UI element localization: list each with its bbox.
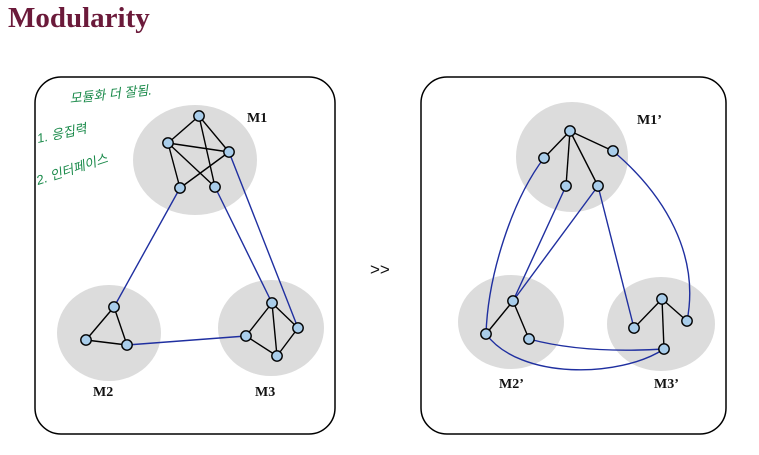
page-title: Modularity bbox=[8, 2, 150, 34]
intra-edge bbox=[569, 130, 614, 152]
graph-node bbox=[560, 180, 572, 192]
graph-node bbox=[209, 181, 221, 193]
intra-edge bbox=[271, 302, 278, 357]
module-label-m3: M3 bbox=[255, 385, 275, 400]
intra-edge bbox=[198, 115, 230, 153]
intra-edge bbox=[167, 115, 200, 144]
transition-arrow: >> bbox=[370, 260, 390, 279]
graph-node bbox=[80, 334, 92, 346]
graph-node bbox=[681, 315, 693, 327]
intra-edge bbox=[485, 300, 514, 335]
graph-node bbox=[193, 110, 205, 122]
intra-edge bbox=[167, 142, 216, 188]
intra-edge bbox=[167, 142, 230, 153]
intra-edge bbox=[661, 298, 665, 350]
intra-edge bbox=[85, 339, 128, 346]
intra-edge bbox=[633, 298, 663, 329]
inter-module-edge bbox=[512, 185, 599, 302]
graph-node bbox=[223, 146, 235, 158]
graph-node bbox=[592, 180, 604, 192]
inter-module-edge bbox=[113, 187, 181, 308]
graph-node bbox=[480, 328, 492, 340]
module-m3 bbox=[218, 280, 324, 376]
inter-module-edge bbox=[528, 338, 665, 351]
module-label-m3-prime: M3’ bbox=[654, 377, 679, 392]
graph-node bbox=[121, 339, 133, 351]
intra-edge bbox=[113, 306, 128, 346]
intra-edge bbox=[543, 130, 571, 159]
graph-node bbox=[564, 125, 576, 137]
graph-node bbox=[266, 297, 278, 309]
module-m1 bbox=[133, 105, 257, 215]
graph-node bbox=[507, 295, 519, 307]
module-label-m2-prime: M2’ bbox=[499, 377, 524, 392]
graph-node bbox=[607, 145, 619, 157]
graph-node bbox=[174, 182, 186, 194]
intra-edge bbox=[198, 115, 216, 188]
graph-node bbox=[658, 343, 670, 355]
intra-edge bbox=[245, 335, 278, 357]
intra-edge bbox=[245, 302, 273, 337]
inter-module-edge bbox=[228, 151, 299, 329]
graph-node bbox=[656, 293, 668, 305]
inter-module-edge bbox=[512, 185, 567, 302]
module-label-m2: M2 bbox=[93, 385, 113, 400]
module-label-m1: M1 bbox=[247, 111, 267, 126]
graph-node bbox=[523, 333, 535, 345]
graph-node bbox=[162, 137, 174, 149]
inter-module-edge bbox=[612, 150, 691, 322]
inter-module-edge bbox=[597, 185, 635, 329]
intra-edge bbox=[271, 302, 299, 329]
module-m3-prime bbox=[607, 277, 715, 371]
graph-node bbox=[271, 350, 283, 362]
intra-edge bbox=[85, 306, 115, 341]
inter-module-edge bbox=[485, 157, 545, 335]
module-label-m1-prime: M1’ bbox=[637, 113, 662, 128]
module-m1-prime bbox=[516, 102, 628, 212]
graph-node bbox=[538, 152, 550, 164]
inter-module-edge bbox=[214, 186, 273, 304]
intra-edge bbox=[512, 300, 530, 340]
intra-edge bbox=[179, 151, 230, 189]
intra-edge bbox=[167, 142, 181, 189]
inter-module-edge bbox=[485, 333, 665, 371]
module-m2-prime bbox=[458, 275, 564, 369]
graph-node bbox=[628, 322, 640, 334]
intra-edge bbox=[569, 130, 599, 187]
module-m2 bbox=[57, 285, 161, 381]
inter-module-edge bbox=[126, 335, 247, 346]
graph-node bbox=[292, 322, 304, 334]
graph-node bbox=[240, 330, 252, 342]
graph-node bbox=[108, 301, 120, 313]
intra-edge bbox=[565, 130, 571, 187]
